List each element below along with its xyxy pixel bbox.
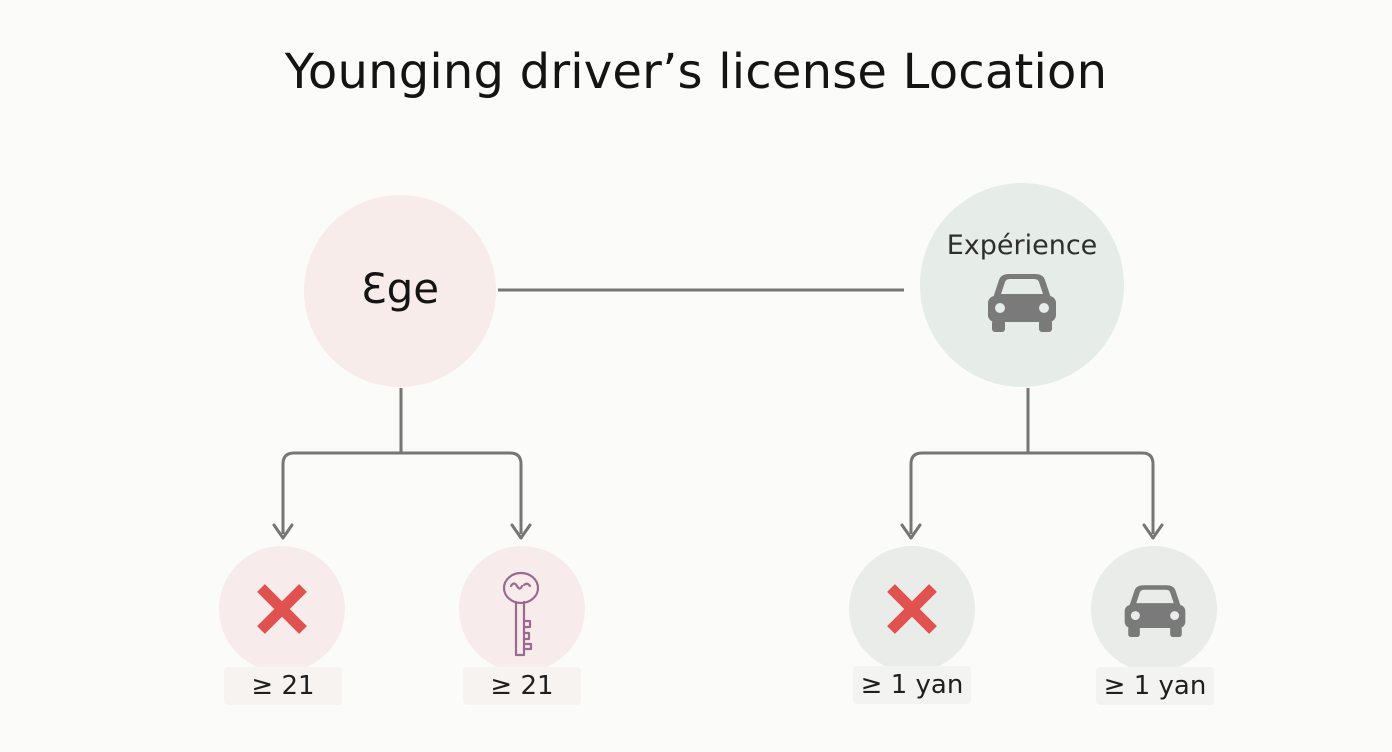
age-node — [304, 195, 496, 387]
age-leaf-2-label: ≥ 21 — [463, 667, 581, 705]
experience-node-label: Expérience — [946, 230, 1098, 261]
age-leaf-1-label: ≥ 21 — [224, 667, 342, 705]
key-icon — [502, 571, 540, 657]
cross-icon — [257, 584, 307, 634]
cross-icon — [887, 584, 937, 634]
age-branch-arrowheads — [272, 523, 532, 540]
experience-branch — [909, 388, 1155, 534]
car-icon — [988, 274, 1056, 332]
experience-leaf-2-label: ≥ 1 yan — [1096, 667, 1214, 705]
age-branch — [281, 388, 523, 534]
age-node-label: Ɛge — [360, 264, 440, 313]
experience-branch-arrowheads — [900, 523, 1164, 540]
experience-leaf-1-label: ≥ 1 yan — [853, 666, 971, 704]
diagram-title: Younging driver’s license Location — [284, 44, 1108, 100]
age-leaf-2 — [459, 546, 585, 672]
car-icon — [1124, 585, 1186, 637]
